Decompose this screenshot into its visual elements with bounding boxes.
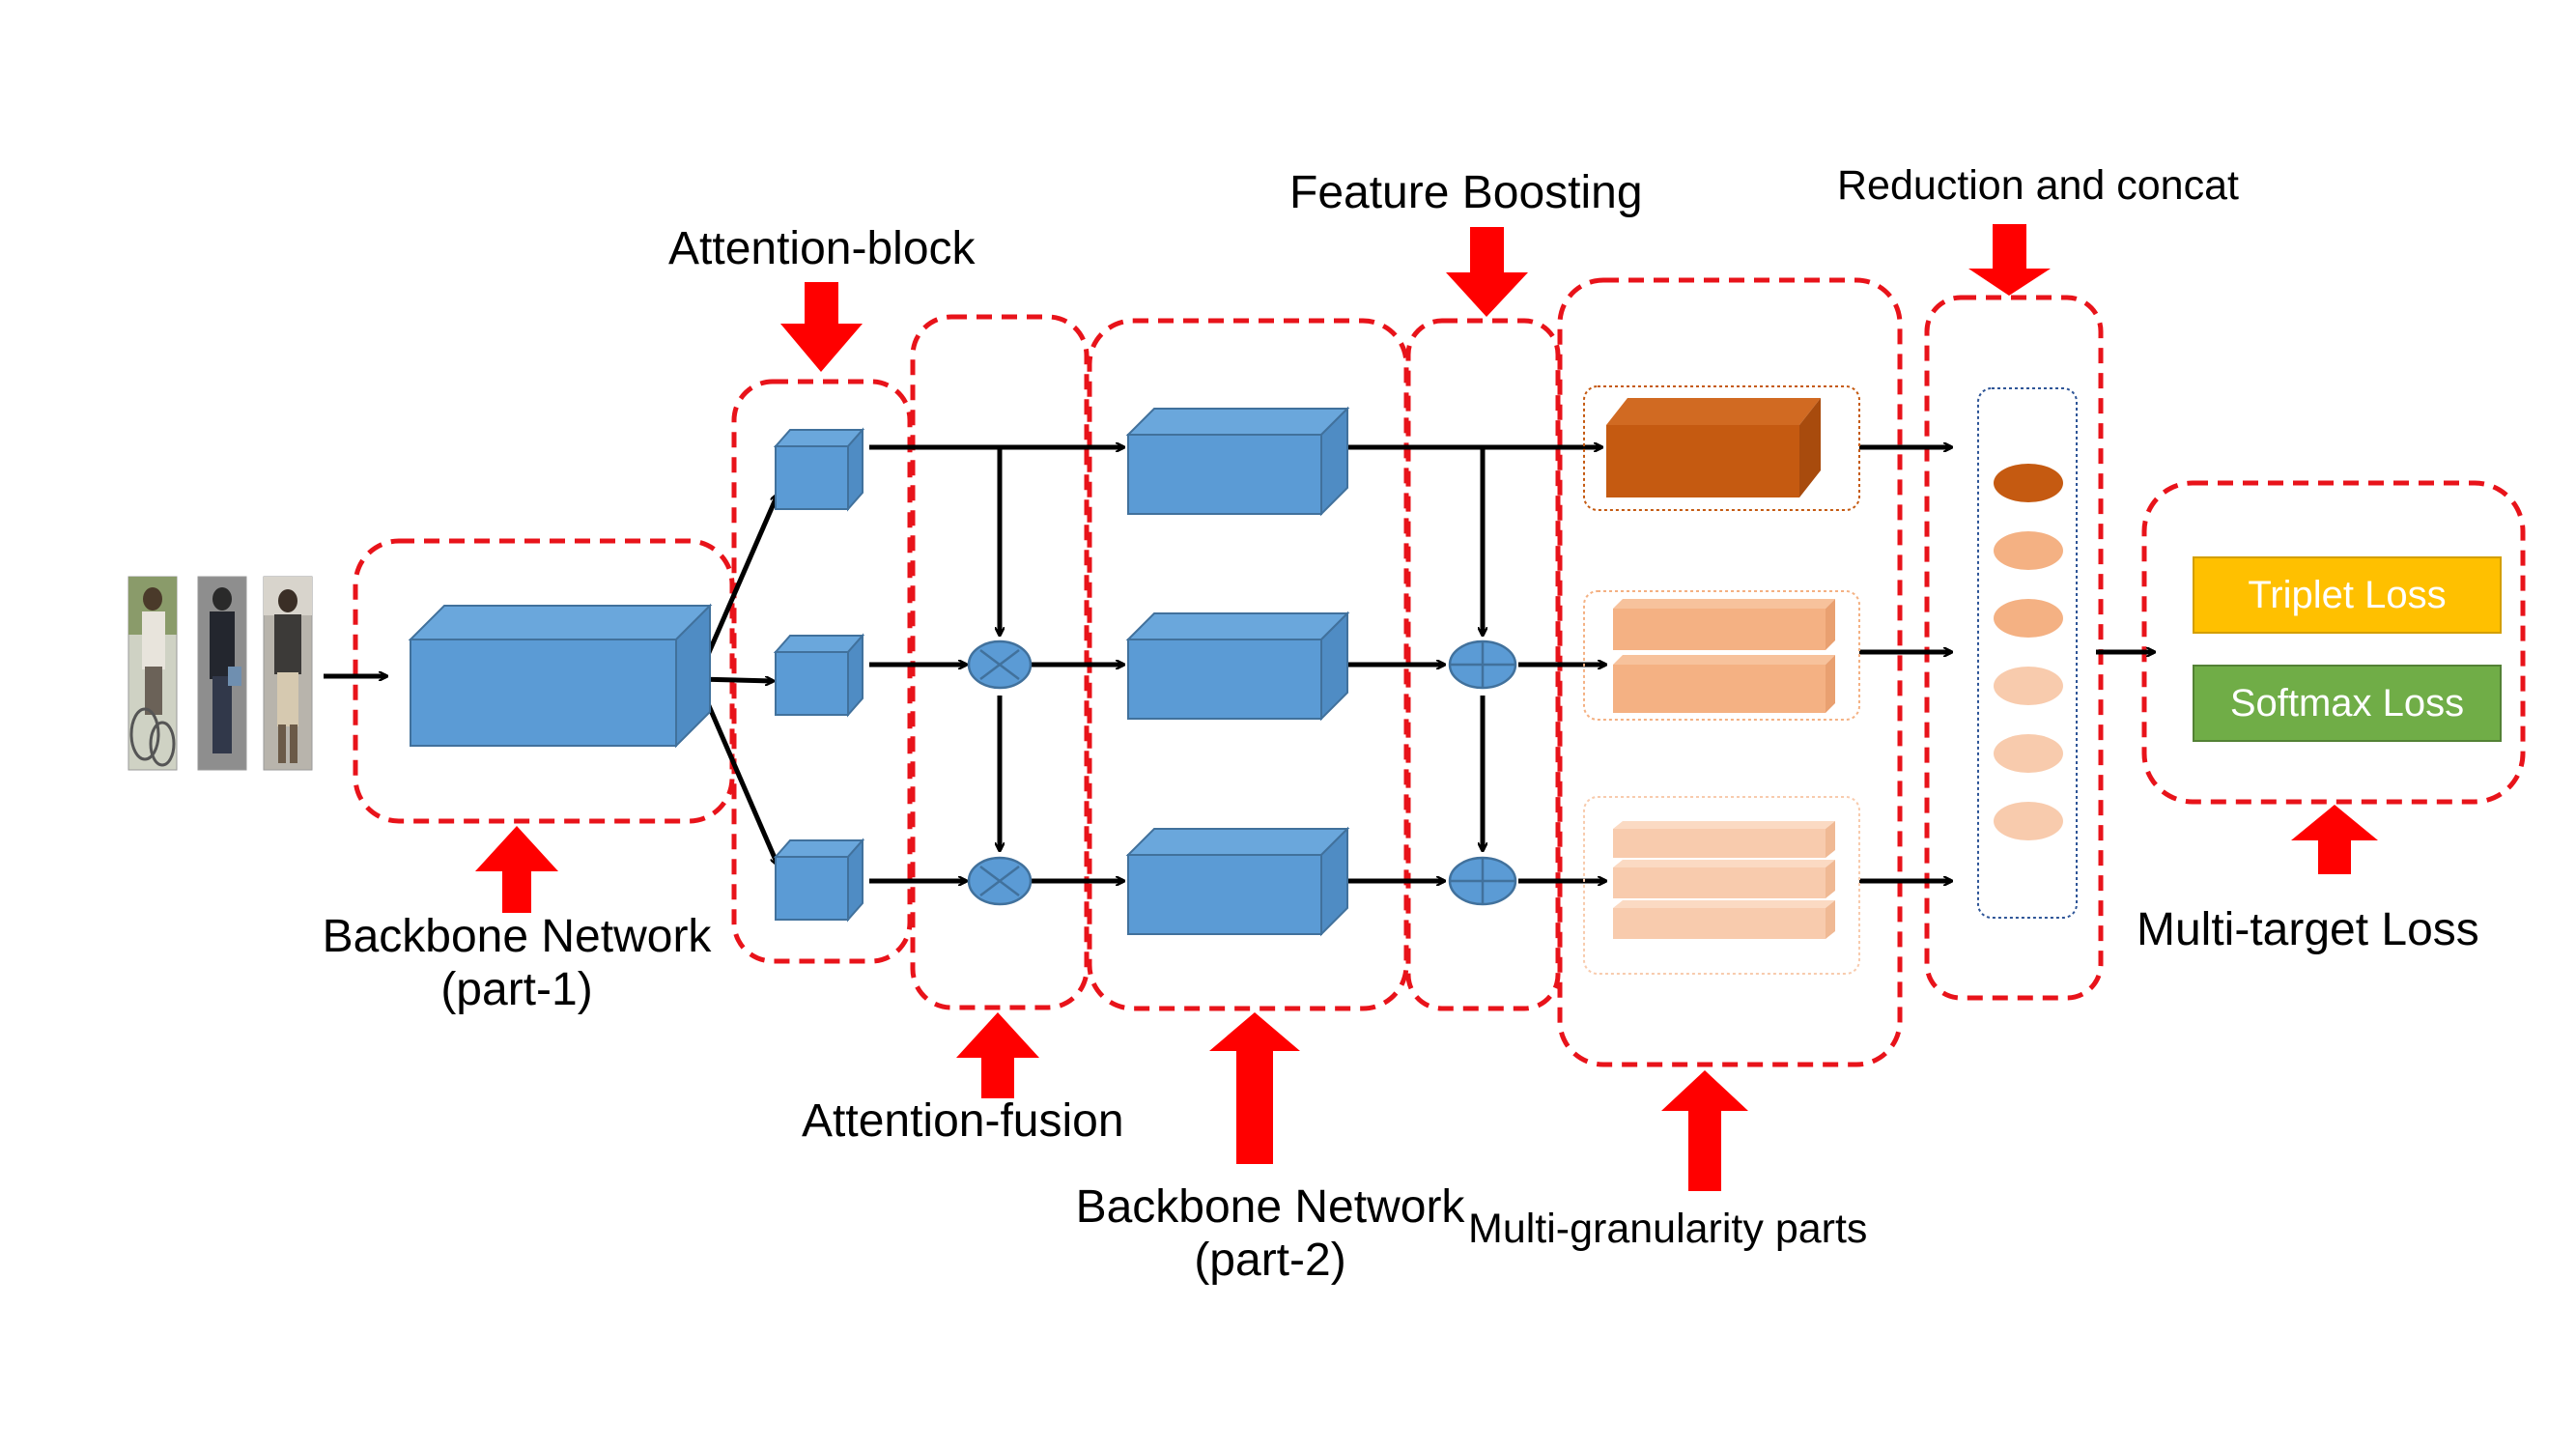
backbone-part2-block-bot bbox=[1125, 826, 1350, 937]
input-image-2 bbox=[197, 576, 247, 771]
feature-boosting-arrow bbox=[1446, 227, 1528, 317]
input-images bbox=[127, 576, 313, 771]
backbone-part2-block-top bbox=[1125, 406, 1350, 517]
label-backbone-part2-line2: (part-2) bbox=[1194, 1235, 1346, 1287]
input-image-1 bbox=[127, 576, 178, 771]
backbone-part2-block-mid bbox=[1125, 611, 1350, 722]
label-attention-block: Attention-block bbox=[668, 223, 976, 274]
attention-block-box bbox=[731, 379, 913, 964]
label-backbone-part1: Backbone Network (part-1) bbox=[309, 910, 724, 1016]
multi-target-loss-arrow bbox=[2291, 805, 2378, 874]
label-attention-fusion: Attention-fusion bbox=[802, 1095, 1124, 1147]
multi-granularity-box bbox=[1557, 277, 1903, 1067]
backbone-part1-arrow bbox=[475, 826, 558, 913]
triplet-loss-box: Triplet Loss bbox=[2193, 556, 2502, 634]
granularity-part-two bbox=[1583, 590, 1860, 721]
label-multi-target-loss: Multi-target Loss bbox=[2137, 904, 2479, 955]
reduced-feature-1 bbox=[1994, 464, 2063, 502]
attention-block-top bbox=[773, 427, 865, 512]
label-feature-boosting: Feature Boosting bbox=[1289, 167, 1643, 218]
label-reduction-concat: Reduction and concat bbox=[1837, 162, 2239, 209]
reduced-feature-2 bbox=[1994, 531, 2063, 570]
attention-block-arrow bbox=[780, 282, 863, 372]
reduction-column bbox=[1977, 387, 2078, 919]
multi-target-loss-box bbox=[2141, 480, 2526, 805]
backbone-part1-block bbox=[408, 603, 713, 749]
reduced-features bbox=[1994, 464, 2063, 840]
backbone-part2-arrow bbox=[1209, 1012, 1300, 1164]
reduced-feature-3 bbox=[1994, 599, 2063, 638]
attention-block-mid bbox=[773, 633, 865, 718]
label-multi-granularity: Multi-granularity parts bbox=[1468, 1206, 1868, 1252]
add-operator-mid bbox=[1448, 639, 1517, 690]
label-backbone-part2: Backbone Network (part-2) bbox=[1062, 1180, 1478, 1287]
granularity-part-global bbox=[1583, 385, 1860, 511]
label-backbone-part1-line1: Backbone Network bbox=[322, 911, 712, 962]
label-backbone-part2-line1: Backbone Network bbox=[1075, 1181, 1465, 1233]
attention-fusion-arrow bbox=[956, 1012, 1039, 1098]
label-backbone-part1-line2: (part-1) bbox=[440, 964, 593, 1016]
granularity-part-three bbox=[1583, 796, 1860, 975]
reduced-feature-4 bbox=[1994, 667, 2063, 705]
multi-granularity-arrow bbox=[1661, 1070, 1748, 1191]
reduced-feature-5 bbox=[1994, 734, 2063, 773]
softmax-loss-box: Softmax Loss bbox=[2193, 665, 2502, 742]
attention-block-bot bbox=[773, 838, 865, 923]
add-operator-bot bbox=[1448, 856, 1517, 906]
reduction-concat-arrow bbox=[1968, 224, 2051, 296]
input-image-3 bbox=[263, 576, 313, 771]
multiply-operator-mid bbox=[967, 639, 1033, 690]
multiply-operator-bot bbox=[967, 856, 1033, 906]
reduced-feature-6 bbox=[1994, 802, 2063, 840]
reduction-concat-box bbox=[1924, 295, 2104, 1001]
